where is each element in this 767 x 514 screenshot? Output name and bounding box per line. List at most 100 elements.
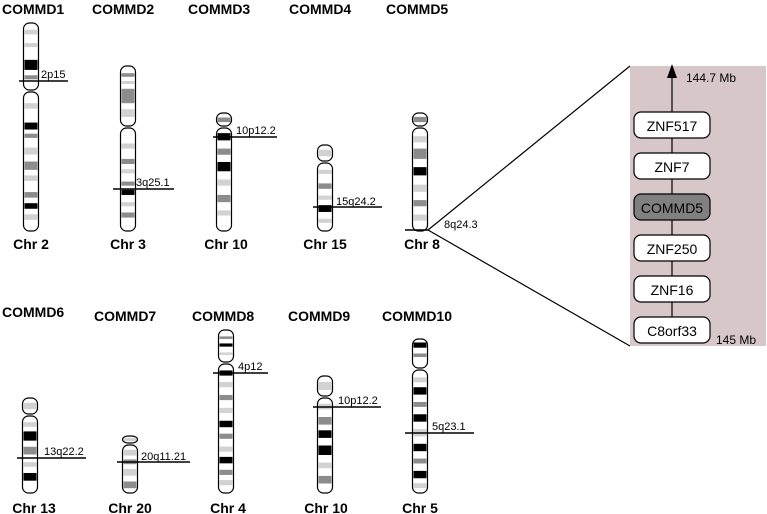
gene-box-label: ZNF517	[647, 118, 698, 134]
q-band	[318, 445, 332, 455]
gene-box	[633, 316, 711, 344]
q-band	[413, 148, 427, 159]
chromosome-label: Chr 13	[12, 500, 56, 514]
q-band	[318, 205, 332, 212]
chromosome-label: Chr 10	[304, 500, 348, 514]
chromosome-commd8: COMMD8 Chr 4 4p12	[192, 308, 268, 514]
chromosome-commd7: COMMD7 Chr 20 20q11.21	[94, 308, 190, 514]
p-band	[121, 88, 135, 104]
q-band	[318, 462, 332, 469]
gene-title: COMMD8	[192, 308, 254, 324]
q-band	[217, 210, 231, 216]
gene-title: COMMD4	[289, 1, 351, 17]
q-band	[318, 169, 332, 174]
q-band	[24, 214, 38, 220]
chromosome-commd10: COMMD10 Chr 5 5q23.1	[382, 308, 474, 514]
band-label: 13q22.2	[44, 446, 84, 458]
q-band	[219, 394, 233, 401]
q-band	[413, 200, 427, 207]
q-band	[121, 143, 135, 149]
q-band	[217, 161, 231, 172]
zoom-axis-arrow	[667, 64, 677, 78]
q-band	[23, 431, 37, 441]
q-band	[413, 387, 427, 395]
q-band	[24, 192, 38, 198]
chromosome-ideogram	[213, 329, 268, 494]
gene-title: COMMD5	[386, 1, 448, 17]
gene-box	[633, 234, 711, 262]
q-band	[219, 420, 233, 428]
q-band	[24, 175, 38, 181]
q-band	[318, 195, 332, 200]
q-band	[413, 136, 427, 143]
chromosome-commd6: COMMD6 Chr 13 13q22.2	[2, 304, 86, 514]
p-band	[121, 73, 135, 77]
p-band	[413, 342, 427, 348]
band-label: 2p15	[41, 69, 65, 81]
p-band	[24, 75, 38, 80]
chromosome-ideogram	[19, 22, 68, 232]
q-band	[219, 456, 233, 464]
chromosome-ideogram	[117, 435, 190, 494]
p-band	[413, 116, 427, 123]
q-band	[121, 158, 135, 165]
q-band	[23, 462, 37, 467]
band-label: 4p12	[238, 361, 262, 373]
p-band	[219, 336, 233, 339]
chromosome-commd2: COMMD2 Chr 3 3q25.1	[92, 1, 174, 252]
q-band	[219, 469, 233, 475]
p-band	[219, 343, 233, 347]
band-label: 5q23.1	[432, 421, 466, 433]
p-band	[24, 43, 38, 48]
chromosome-commd3: COMMD3 Chr 10 10p12.2	[188, 1, 277, 252]
q-band	[413, 184, 427, 192]
chromosome-label: Chr 8	[404, 236, 440, 252]
p-band	[219, 352, 233, 355]
chromosome-label: Chr 5	[402, 500, 438, 514]
band-label: 20q11.21	[141, 451, 186, 463]
gene-box-label: ZNF250	[647, 241, 698, 257]
gene-title: COMMD7	[94, 308, 156, 324]
chromosome-label: Chr 4	[210, 500, 246, 514]
q-band	[217, 179, 231, 186]
chromosome-label: Chr 15	[303, 236, 347, 252]
band-label: 10p12.2	[338, 395, 378, 407]
q-band	[413, 483, 427, 489]
chromosome-ideogram	[313, 144, 382, 232]
q-band	[217, 148, 231, 155]
p-arm	[22, 22, 40, 91]
gene-title: COMMD3	[188, 1, 250, 17]
gene-title: COMMD10	[382, 308, 452, 324]
p-band	[318, 149, 332, 157]
zoom-top-label: 144.7 Mb	[686, 71, 736, 85]
gene-box-label: ZNF16	[651, 282, 694, 298]
band-label: 8q24.3	[444, 219, 478, 231]
q-band	[121, 212, 135, 218]
q-band	[121, 181, 135, 186]
gene-title: COMMD1	[2, 1, 64, 17]
gene-box-label: COMMD5	[641, 200, 703, 216]
q-band	[219, 446, 233, 452]
gene-box	[633, 111, 711, 139]
p-band	[413, 353, 427, 357]
p-band	[217, 117, 231, 123]
p-band	[318, 382, 332, 390]
q-band	[219, 407, 233, 414]
q-band	[413, 214, 427, 221]
gene-title: COMMD2	[92, 1, 154, 17]
q-band	[217, 194, 231, 203]
chromosome-ideogram	[113, 65, 174, 232]
q-band	[219, 382, 233, 388]
zoom-panel: 144.7 Mb 145 Mb ZNF517ZNF7COMMD5ZNF250ZN…	[630, 64, 766, 347]
chromosome-ideogram	[213, 112, 277, 232]
q-band	[318, 430, 332, 438]
p-band	[24, 59, 38, 70]
p-band	[23, 402, 37, 410]
q-band	[24, 147, 38, 155]
p-band	[121, 81, 135, 84]
q-band	[413, 167, 427, 176]
chromosome-ideogram	[313, 375, 381, 494]
